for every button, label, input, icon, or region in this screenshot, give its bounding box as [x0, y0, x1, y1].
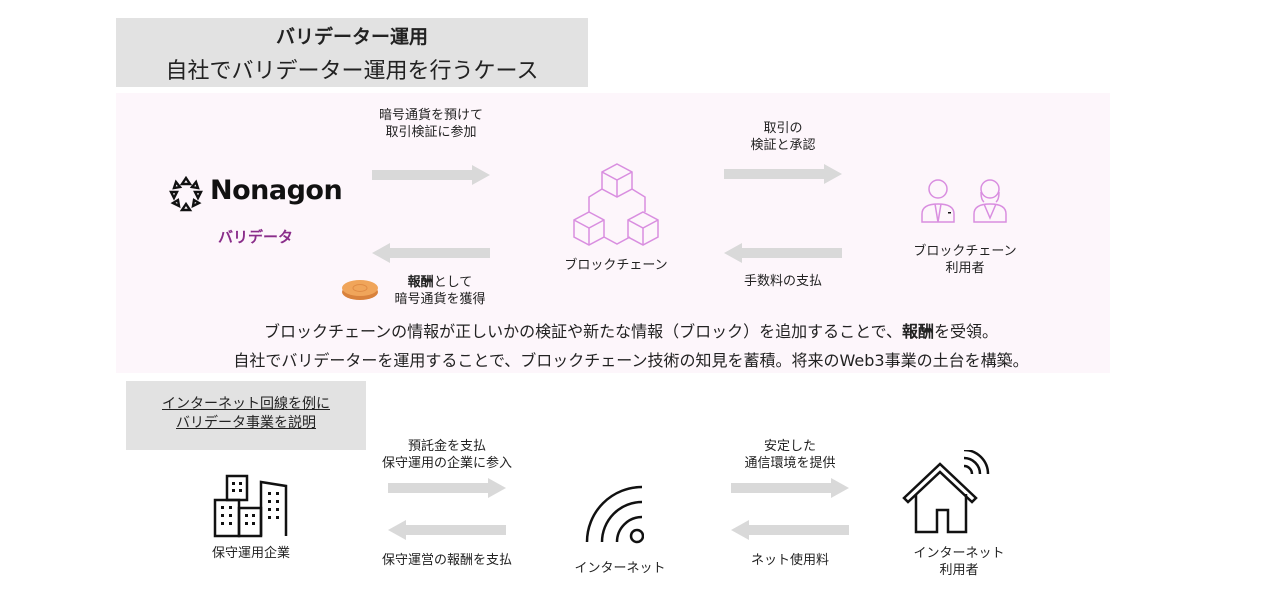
label-line: 保守運用の企業に参入	[381, 456, 512, 471]
label-line: として	[433, 275, 473, 290]
label-line: 暗号通貨を獲得	[394, 292, 486, 307]
note-line: バリデータ事業を説明	[176, 415, 316, 431]
label-line: 暗号通貨を預けて	[378, 108, 483, 123]
label-line: 安定した	[763, 439, 816, 454]
label-line: 検証と承認	[750, 138, 816, 153]
label-line: 取引検証に参加	[385, 125, 477, 140]
arrow-left	[372, 243, 490, 263]
arrow-left	[388, 520, 506, 540]
arrow-left	[731, 520, 849, 540]
reward-label: 報酬として 暗号通貨を獲得	[380, 274, 500, 308]
arrow-right	[372, 165, 490, 185]
section-subtitle: 自社でバリデーター運用を行うケース	[165, 59, 539, 84]
arrow-right	[388, 478, 506, 498]
internet-label: インターネット	[574, 561, 666, 576]
label-line: 通信環境を提供	[744, 456, 836, 471]
internet-users-label: インターネット 利用者	[884, 545, 1034, 579]
message-line-2: 自社でバリデーターを運用することで、ブロックチェーン技術の知見を蓄積。将来のWe…	[233, 351, 1029, 370]
provide-label: 安定した 通信環境を提供	[715, 438, 865, 472]
buildings-icon	[212, 474, 290, 542]
coin-icon	[340, 276, 380, 306]
arrow-left	[724, 243, 842, 263]
fee-label: 手数料の支払	[743, 274, 822, 289]
brand-name: Nonagon	[210, 175, 343, 206]
label-line: ブロックチェーン	[913, 244, 1017, 259]
section-header: バリデーター運用 自社でバリデーター運用を行うケース	[116, 18, 588, 87]
label-line: 利用者	[945, 261, 985, 276]
label-line: 預託金を支払	[407, 439, 486, 454]
blockchain-label: ブロックチェーン	[564, 258, 668, 273]
label-line: 取引の	[763, 121, 803, 136]
reward-bold: 報酬	[407, 275, 434, 290]
message-text: ブロックチェーンの情報が正しいかの検証や新たな情報（ブロック）を追加することで、	[263, 322, 903, 341]
blockchain-icon	[572, 162, 662, 254]
arrow-right	[724, 164, 842, 184]
blockchain-users-label: ブロックチェーン 利用者	[890, 243, 1040, 277]
wifi-icon	[584, 484, 645, 548]
label-line: インターネット	[913, 546, 1005, 561]
validator-panel	[116, 93, 1110, 373]
deposit-label: 預託金を支払 保守運用の企業に参入	[372, 438, 522, 472]
brand-role: バリデータ	[218, 228, 294, 246]
note-line: インターネット回線を例に	[162, 396, 330, 412]
message-text: を受領。	[934, 322, 999, 341]
section-title: バリデーター運用	[275, 26, 428, 48]
maintenance-fee-label: 保守運営の報酬を支払	[381, 553, 512, 568]
home-wifi-icon	[902, 448, 992, 540]
arrow-right	[731, 478, 849, 498]
usage-fee-label: ネット使用料	[750, 553, 829, 568]
verify-label: 取引の 検証と承認	[708, 120, 858, 154]
users-icon	[918, 176, 1014, 230]
nonagon-logo-icon	[168, 175, 204, 216]
stake-label: 暗号通貨を預けて 取引検証に参加	[356, 107, 506, 141]
message-bold: 報酬	[902, 322, 935, 341]
label-line: 利用者	[939, 563, 979, 578]
message-line-1: ブロックチェーンの情報が正しいかの検証や新たな情報（ブロック）を追加することで、…	[116, 318, 1146, 342]
company-label: 保守運用企業	[211, 546, 290, 561]
example-note: インターネット回線を例に バリデータ事業を説明	[126, 381, 366, 450]
